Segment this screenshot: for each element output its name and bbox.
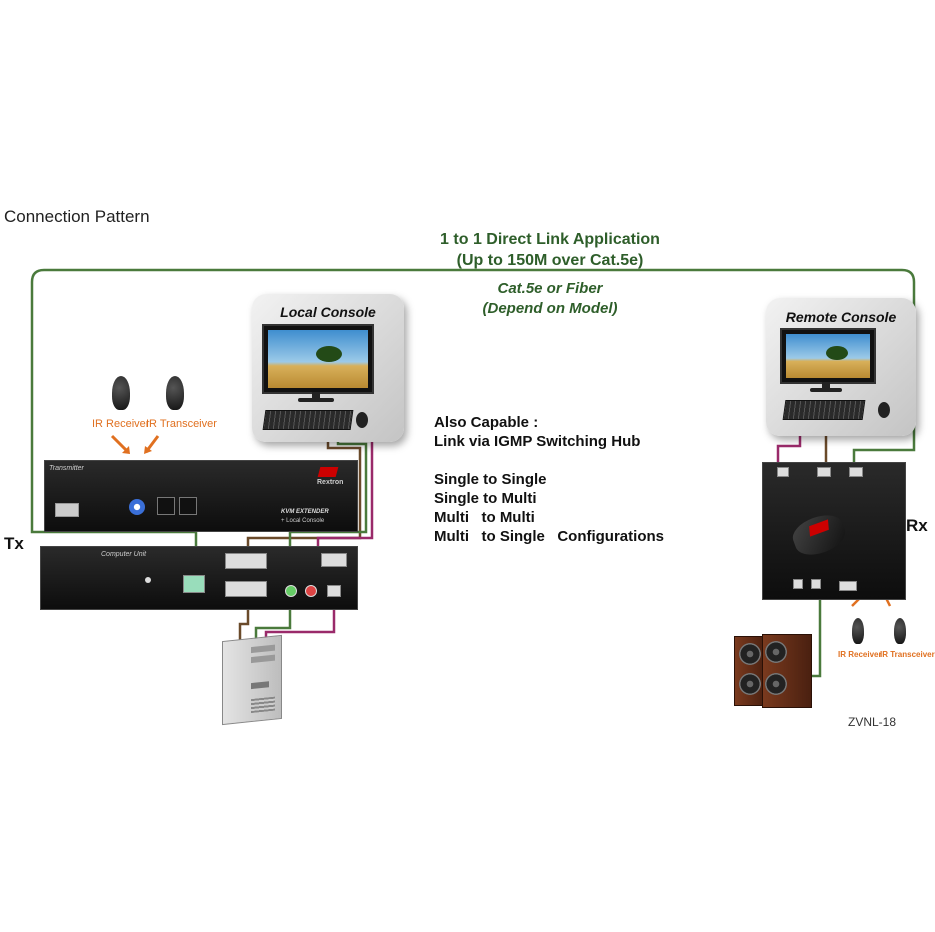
rextron-logo-icon <box>317 467 339 477</box>
ir-receiver-icon <box>112 376 130 410</box>
ir-arrow-left-1 <box>110 434 130 454</box>
ir-transceiver-icon <box>166 376 184 410</box>
capability-line-4: Single to Multi <box>434 490 537 507</box>
cable-model-note: (Depend on Model) <box>482 300 618 317</box>
ir-transceiver-icon <box>894 618 906 644</box>
usb-port-local <box>321 553 347 567</box>
ir-arrow-left-1-head <box>122 446 130 454</box>
receiver-logo-plate-icon <box>788 509 850 561</box>
pc-dvi-port <box>225 581 267 597</box>
rx-top-port-1 <box>777 467 789 477</box>
computer-unit-label: Computer Unit <box>101 551 147 558</box>
pc-audio-cable <box>254 604 292 640</box>
ir-arrow-left-2-head <box>144 446 152 454</box>
remote-console: Remote Console <box>766 298 916 436</box>
page-heading: Connection Pattern <box>4 207 150 226</box>
usb-port-icon <box>55 503 79 517</box>
ir-receiver-label-right: IR Receiver <box>838 650 882 659</box>
ir-transceiver-label-left: IR Transceiver <box>146 418 217 430</box>
local-keyboard-icon <box>262 410 354 430</box>
rx-label: Rx <box>906 516 928 535</box>
speaker-right-icon <box>762 634 812 708</box>
usb-b-port <box>327 585 341 597</box>
ir-transceiver-label-right: IR Transceiver <box>880 650 935 659</box>
rx-top-port-2 <box>817 467 831 477</box>
remote-console-label: Remote Console <box>785 309 897 325</box>
rx-dvi-port <box>839 581 857 591</box>
remote-cable-magenta <box>776 432 802 462</box>
product-line1: KVM EXTENDER <box>281 509 329 515</box>
local-mouse-icon <box>356 412 368 428</box>
transmitter-label: Transmitter <box>49 465 84 472</box>
rj45-port-2 <box>179 497 197 515</box>
rx-port-1 <box>793 579 803 589</box>
local-console-label: Local Console <box>280 304 376 320</box>
local-usb-cable-green <box>288 432 368 556</box>
rj45-port-1 <box>157 497 175 515</box>
remote-monitor-icon <box>780 328 876 384</box>
audio-out-jack <box>305 585 317 597</box>
speaker-left-icon <box>734 636 766 706</box>
power-jack-icon <box>145 577 151 583</box>
local-dvi-port <box>225 553 267 569</box>
capability-line-2: Link via IGMP Switching Hub <box>434 433 641 450</box>
capability-line-6: Multi to Single Configurations <box>434 528 664 545</box>
rx-top-port-3 <box>849 467 863 477</box>
remote-keyboard-icon <box>782 400 866 420</box>
cable-type-label: Cat.5e or Fiber <box>497 280 603 297</box>
audio-in-jack <box>285 585 297 597</box>
capability-line-1: Also Capable : <box>434 414 539 431</box>
capability-line-3: Single to Single <box>434 471 547 488</box>
model-code: ZVNL-18 <box>848 715 897 729</box>
cat5e-cable <box>30 268 916 556</box>
brand-label: Rextron <box>317 479 344 486</box>
diagram-title-line1: 1 to 1 Direct Link Application <box>440 231 660 248</box>
remote-rj45-port <box>183 575 205 593</box>
computer-unit: Computer Unit <box>40 546 358 610</box>
ir-receiver-icon <box>852 618 864 644</box>
pc-video-cable <box>238 604 250 640</box>
ir-receiver-label-left: IR Receiver <box>92 418 150 430</box>
rx-port-2 <box>811 579 821 589</box>
diagram-title-line2: (Up to 150M over Cat.5e) <box>456 252 644 269</box>
computer-tower-icon <box>222 634 282 726</box>
speaker-cable <box>812 598 822 678</box>
tx-label: Tx <box>4 534 24 553</box>
local-console: Local Console <box>252 294 404 442</box>
local-vga-cable <box>246 432 362 556</box>
product-line2: + Local Console <box>281 518 325 524</box>
dip-switch-icon <box>129 499 145 515</box>
receiver-unit <box>762 462 906 600</box>
transmitter-unit: Transmitter Rextron KVM EXTENDER + Local… <box>44 460 358 532</box>
remote-mouse-icon <box>878 402 890 418</box>
local-monitor-icon <box>262 324 374 394</box>
capability-line-5: Multi to Multi <box>434 509 535 526</box>
